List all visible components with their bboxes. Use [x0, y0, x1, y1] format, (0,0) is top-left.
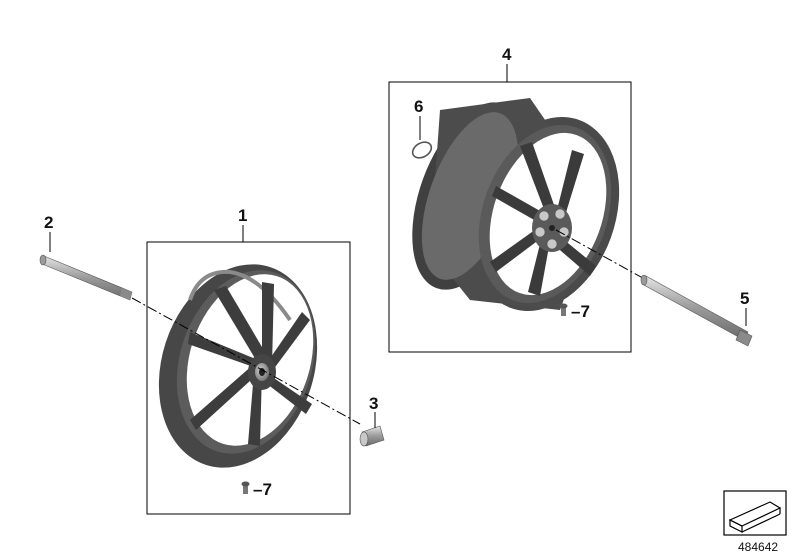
callout-4: 4: [502, 45, 512, 64]
front-spacer: [359, 425, 385, 447]
exploded-view-corner-icon: [723, 490, 787, 536]
valve-rear: [559, 303, 568, 316]
callout-2: 2: [44, 213, 53, 232]
callout-7-rear: –7: [571, 302, 590, 321]
front-wheel-frame: [146, 241, 351, 515]
rear-wheel-frame: [388, 81, 632, 353]
rear-axle: [640, 274, 753, 347]
callout-1: 1: [238, 206, 247, 225]
callout-5: 5: [740, 289, 749, 308]
ring: [411, 141, 433, 159]
document-number: 484642: [738, 540, 779, 554]
front-axis-line: [131, 297, 361, 425]
callout-6: 6: [414, 97, 423, 116]
callout-7-front: –7: [253, 480, 272, 499]
rear-wheel: [412, 98, 620, 311]
callout-3: 3: [369, 394, 378, 413]
front-wheel: [158, 264, 318, 468]
valve-front: [241, 481, 250, 494]
front-axle: [39, 254, 133, 301]
